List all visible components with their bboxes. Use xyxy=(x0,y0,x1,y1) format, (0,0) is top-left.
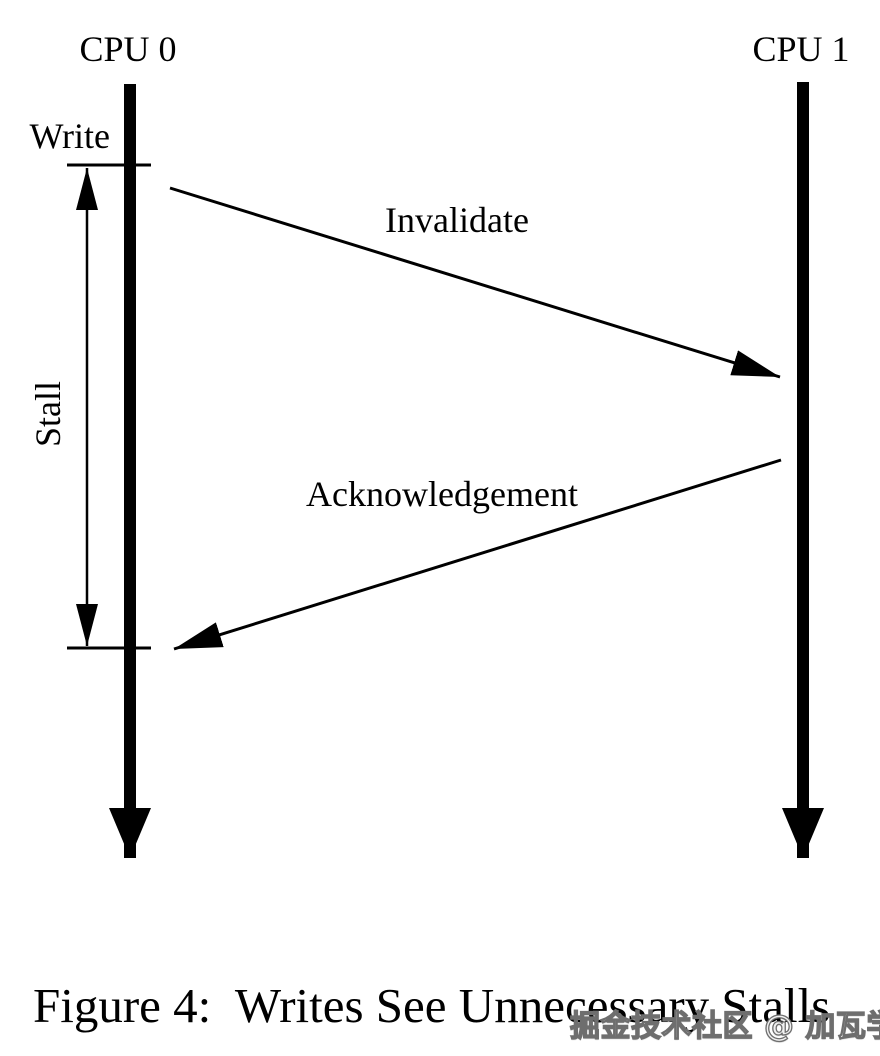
stall-label: Stall xyxy=(28,381,68,447)
watermark-text: 掘金技术社区 @ 加瓦学徒 xyxy=(569,1008,880,1044)
figure-caption: Figure 4: Writes See Unnecessary Stalls xyxy=(33,978,831,1033)
invalidate-arrow xyxy=(169,186,781,379)
invalidate-label: Invalidate xyxy=(385,200,529,240)
acknowledgement-label: Acknowledgement xyxy=(306,474,578,514)
write-label: Write xyxy=(29,116,110,156)
cpu1-label: CPU 1 xyxy=(752,29,849,69)
acknowledgement-arrow xyxy=(173,458,782,651)
cpu0-label: CPU 0 xyxy=(79,29,176,69)
